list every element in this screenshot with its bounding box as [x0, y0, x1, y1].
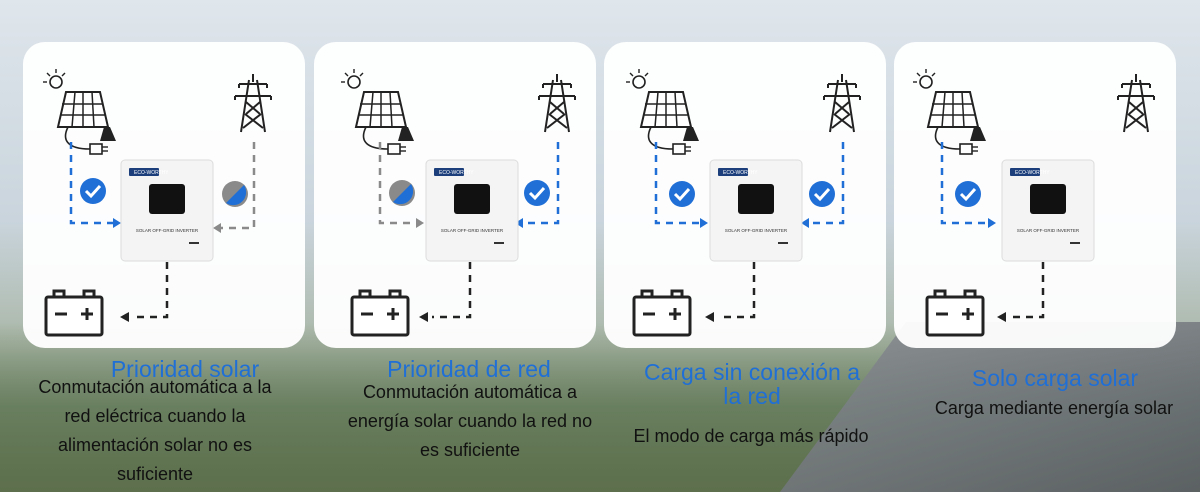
solar-panel-icon	[913, 69, 986, 155]
mode-desc-solar-priority: Conmutación automática a la red eléctric…	[38, 377, 272, 484]
check-icon	[524, 180, 550, 206]
solar-panel-icon	[341, 69, 414, 155]
battery-icon	[632, 289, 692, 337]
check-icon	[955, 181, 981, 207]
mode-card-solar-priority: ECO-WORTHY SOLAR OFF-GRID INVERTER	[23, 42, 305, 348]
check-icon	[80, 178, 106, 204]
battery-icon	[350, 289, 410, 337]
solar-panel-icon	[626, 69, 699, 155]
mode-desc-grid-priority: Conmutación automática a energía solar c…	[347, 382, 593, 460]
check-icon	[669, 181, 695, 207]
power-grid-icon	[538, 74, 576, 133]
mode-desc-offgrid-charge: El modo de carga más rápido	[633, 426, 869, 446]
partial-indicator-icon	[389, 180, 415, 206]
check-icon	[809, 181, 835, 207]
mode-title-solar-only: Solo carga solar	[971, 365, 1139, 391]
mode-diagram: ECO-WORTHY SOLAR OFF-GRID INVERTER	[43, 69, 272, 337]
inverter-icon: ECO-WORTHY SOLAR OFF-GRID INVERTER	[425, 159, 519, 262]
inverter-brand-label: ECO-WORTHY	[134, 170, 169, 176]
battery-icon	[44, 289, 104, 337]
inverter-icon: ECO-WORTHY SOLAR OFF-GRID INVERTER	[709, 159, 803, 262]
mode-diagram: ECO-WORTHY SOLAR OFF-GRID INVERTER	[341, 69, 576, 337]
partial-indicator-icon	[222, 181, 248, 207]
inverter-brand-label: ECO-WORTHY	[723, 170, 758, 176]
mode-title-offgrid-charge: Carga sin conexión a la red	[643, 359, 861, 409]
mode-desc-solar-only: Carga mediante energía solar	[934, 398, 1174, 418]
mode-card-solar-only: ECO-WORTHY SOLAR OFF-GRID INVERTER	[894, 42, 1176, 348]
inverter-model-label: SOLAR OFF-GRID INVERTER	[136, 228, 199, 233]
inverter-model-label: SOLAR OFF-GRID INVERTER	[1017, 228, 1080, 233]
inverter-icon: ECO-WORTHY SOLAR OFF-GRID INVERTER	[120, 159, 214, 262]
inverter-model-label: SOLAR OFF-GRID INVERTER	[725, 228, 788, 233]
power-grid-icon	[823, 74, 861, 133]
mode-title-grid-priority: Prioridad de red	[387, 356, 551, 382]
inverter-icon: ECO-WORTHY SOLAR OFF-GRID INVERTER	[1001, 159, 1095, 262]
inverter-brand-label: ECO-WORTHY	[1015, 170, 1050, 176]
mode-card-offgrid-charge: ECO-WORTHY SOLAR OFF-GRID INVERTER	[604, 42, 886, 348]
solar-panel-icon	[43, 69, 116, 155]
mode-card-grid-priority: ECO-WORTHY SOLAR OFF-GRID INVERTER	[314, 42, 596, 348]
mode-diagram: ECO-WORTHY SOLAR OFF-GRID INVERTER	[626, 69, 861, 337]
mode-diagram: ECO-WORTHY SOLAR OFF-GRID INVERTER	[913, 69, 1155, 337]
mode-title-solar-priority: Prioridad solar	[110, 356, 260, 382]
power-grid-icon	[1117, 74, 1155, 133]
battery-icon	[925, 289, 985, 337]
power-grid-icon	[234, 74, 272, 133]
inverter-model-label: SOLAR OFF-GRID INVERTER	[441, 228, 504, 233]
inverter-brand-label: ECO-WORTHY	[439, 170, 474, 176]
